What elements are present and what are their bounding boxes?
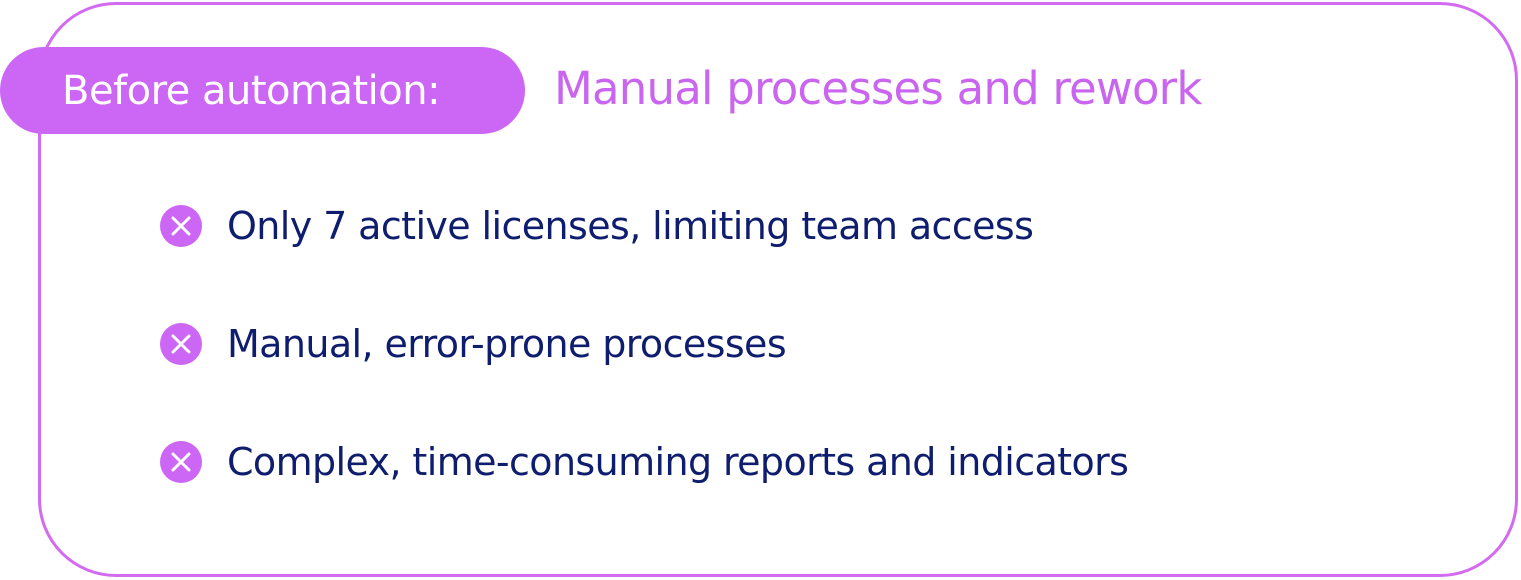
badge-label: Before automation: [62, 67, 441, 114]
list-item-text: Only 7 active licenses, limiting team ac… [227, 204, 1034, 248]
list-item: Manual, error-prone processes [160, 318, 1128, 370]
headline: Manual processes and rework [554, 62, 1202, 115]
x-circle-icon [160, 441, 202, 483]
list-item: Only 7 active licenses, limiting team ac… [160, 200, 1128, 252]
list-item: Complex, time-consuming reports and indi… [160, 436, 1129, 488]
x-circle-icon [160, 205, 202, 247]
issues-list: Only 7 active licenses, limiting team ac… [160, 200, 1129, 554]
before-automation-badge: Before automation: [0, 47, 525, 134]
x-circle-icon [160, 323, 202, 365]
list-item-text: Manual, error-prone processes [227, 322, 787, 366]
list-item-text: Complex, time-consuming reports and indi… [227, 440, 1129, 484]
